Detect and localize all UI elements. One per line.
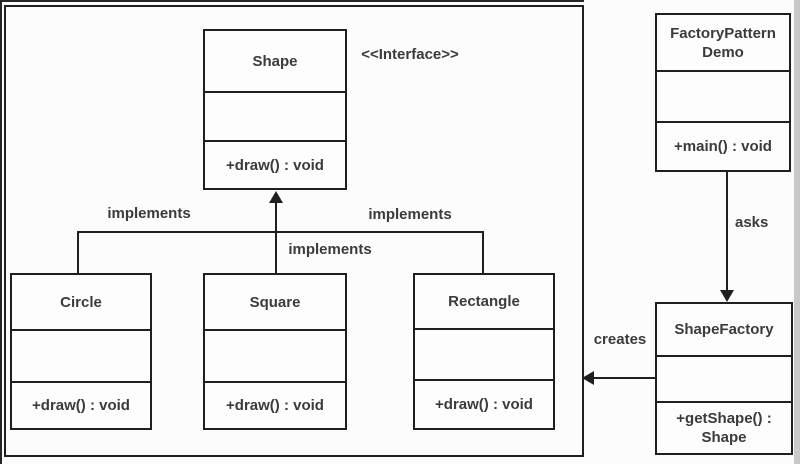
- class-shape: Shape +draw() : void: [203, 29, 347, 190]
- class-rectangle: Rectangle +draw() : void: [413, 273, 555, 430]
- implements-square-line: [275, 201, 277, 273]
- class-shape-factory-name: ShapeFactory: [657, 304, 791, 357]
- class-rectangle-name: Rectangle: [415, 275, 553, 330]
- class-shape-factory-attributes: [657, 357, 791, 403]
- outer-frame: [4, 5, 584, 457]
- implements-circle-line: [77, 231, 79, 273]
- image-edge-left: [0, 0, 2, 464]
- implements-rectangle-line: [482, 231, 484, 273]
- class-circle: Circle +draw() : void: [10, 273, 152, 430]
- class-circle-attributes: [12, 331, 150, 383]
- class-square-attributes: [205, 331, 345, 383]
- class-factory-pattern-demo: FactoryPattern Demo +main() : void: [655, 13, 791, 172]
- class-rectangle-method: +draw() : void: [435, 396, 533, 413]
- implements-middle-label: implements: [288, 241, 372, 258]
- class-circle-name: Circle: [12, 275, 150, 331]
- image-edge-right: [794, 0, 800, 464]
- implements-right-label: implements: [368, 206, 452, 223]
- image-edge-top: [0, 0, 584, 2]
- class-factory-pattern-demo-attributes: [657, 72, 789, 123]
- class-shape-factory-method: +getShape() : Shape: [676, 410, 772, 446]
- class-factory-pattern-demo-method: +main() : void: [674, 138, 772, 155]
- implements-arrowhead-icon: [269, 191, 283, 203]
- class-circle-method: +draw() : void: [32, 397, 130, 414]
- creates-line: [594, 377, 655, 379]
- class-shape-method: +draw() : void: [226, 156, 324, 174]
- interface-stereotype-label: <<Interface>>: [361, 46, 459, 63]
- asks-arrowhead-icon: [720, 290, 734, 302]
- class-rectangle-attributes: [415, 330, 553, 381]
- asks-line: [726, 172, 728, 292]
- class-square: Square +draw() : void: [203, 273, 347, 430]
- class-square-method: +draw() : void: [226, 397, 324, 414]
- creates-arrowhead-icon: [582, 371, 594, 385]
- class-shape-attributes: [205, 93, 345, 142]
- implements-rail-line: [77, 231, 484, 233]
- creates-label: creates: [593, 331, 647, 348]
- class-shape-factory: ShapeFactory +getShape() : Shape: [655, 302, 793, 455]
- class-shape-name: Shape: [205, 31, 345, 93]
- asks-label: asks: [735, 214, 769, 231]
- class-factory-pattern-demo-name: FactoryPattern Demo: [657, 15, 789, 72]
- class-square-name: Square: [205, 275, 345, 331]
- implements-left-label: implements: [107, 205, 191, 222]
